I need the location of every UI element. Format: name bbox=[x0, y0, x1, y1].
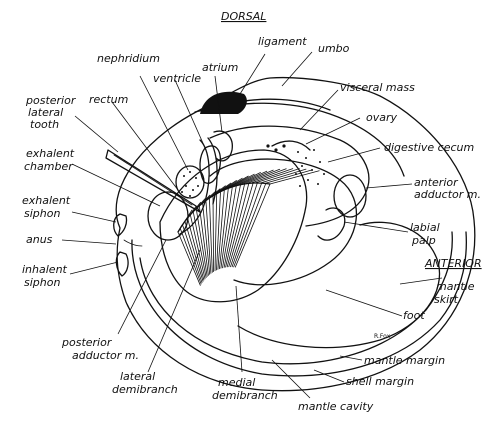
label-digestive-cecum: digestive cecum bbox=[384, 141, 474, 154]
exhalent-siphon-shape bbox=[114, 214, 127, 236]
gill-striation bbox=[215, 194, 217, 271]
label-nephridium: nephridium bbox=[97, 52, 160, 65]
label-labial-palp-2: palp bbox=[411, 234, 436, 247]
label-atrium: atrium bbox=[202, 61, 238, 74]
gill-striation bbox=[196, 209, 207, 277]
label-ventricle: ventricle bbox=[153, 72, 201, 85]
artist-signature: R.Fox bbox=[374, 333, 391, 340]
label-mantle-cavity: mantle cavity bbox=[298, 400, 374, 413]
label-shell-margin: shell margin bbox=[346, 375, 414, 388]
label-exhalent-chamber-1: exhalent bbox=[26, 147, 75, 160]
label-exhalent-siphon-2: siphon bbox=[24, 207, 60, 220]
gill-striation bbox=[188, 218, 204, 280]
label-ovary: ovary bbox=[366, 111, 398, 124]
label-exhalent-siphon-1: exhalent bbox=[22, 194, 71, 207]
label-anus: anus bbox=[26, 233, 53, 246]
gill-striation bbox=[178, 232, 200, 285]
label-visceral-mass: visceral mass bbox=[340, 81, 415, 94]
label-medial-demibranch-2: demibranch bbox=[212, 389, 278, 402]
label-inhalent-siphon-2: siphon bbox=[24, 276, 60, 289]
label-mantle-skirt-2: skirt bbox=[434, 293, 459, 306]
gill-striation bbox=[213, 196, 214, 272]
label-posterior-adductor-2: adductor m. bbox=[72, 349, 139, 362]
gill-striation bbox=[232, 183, 262, 267]
dorsal-heading: DORSAL bbox=[221, 10, 266, 23]
nephridium-body bbox=[176, 166, 204, 198]
label-lateral-demibranch-1: lateral bbox=[120, 370, 155, 383]
label-ligament: ligament bbox=[258, 35, 307, 48]
label-inhalent-siphon-1: inhalent bbox=[22, 263, 68, 276]
label-anterior-adductor-2: adductor m. bbox=[414, 188, 481, 201]
label-foot: foot bbox=[403, 309, 425, 322]
label-medial-demibranch-1: medial bbox=[218, 376, 255, 389]
label-mantle-margin: mantle margin bbox=[364, 354, 445, 367]
label-posterior-lateral-tooth-3: tooth bbox=[30, 118, 59, 131]
label-umbo: umbo bbox=[318, 42, 350, 55]
ligament-shape bbox=[200, 92, 247, 114]
label-exhalent-chamber-2: chamber bbox=[24, 160, 74, 173]
posterior-adductor-muscle bbox=[148, 192, 188, 240]
label-mantle-skirt-1: mantle bbox=[436, 280, 475, 293]
label-labial-palp-1: labial bbox=[410, 221, 440, 234]
label-lateral-demibranch-2: demibranch bbox=[112, 383, 178, 396]
gill-striation bbox=[226, 184, 245, 267]
ovary-outline bbox=[272, 141, 310, 150]
label-posterior-adductor-1: posterior bbox=[61, 336, 113, 349]
gill-striations bbox=[178, 169, 319, 286]
label-rectum: rectum bbox=[89, 93, 128, 106]
anterior-heading: ANTERIOR bbox=[424, 257, 482, 270]
gill-striation bbox=[226, 173, 261, 190]
